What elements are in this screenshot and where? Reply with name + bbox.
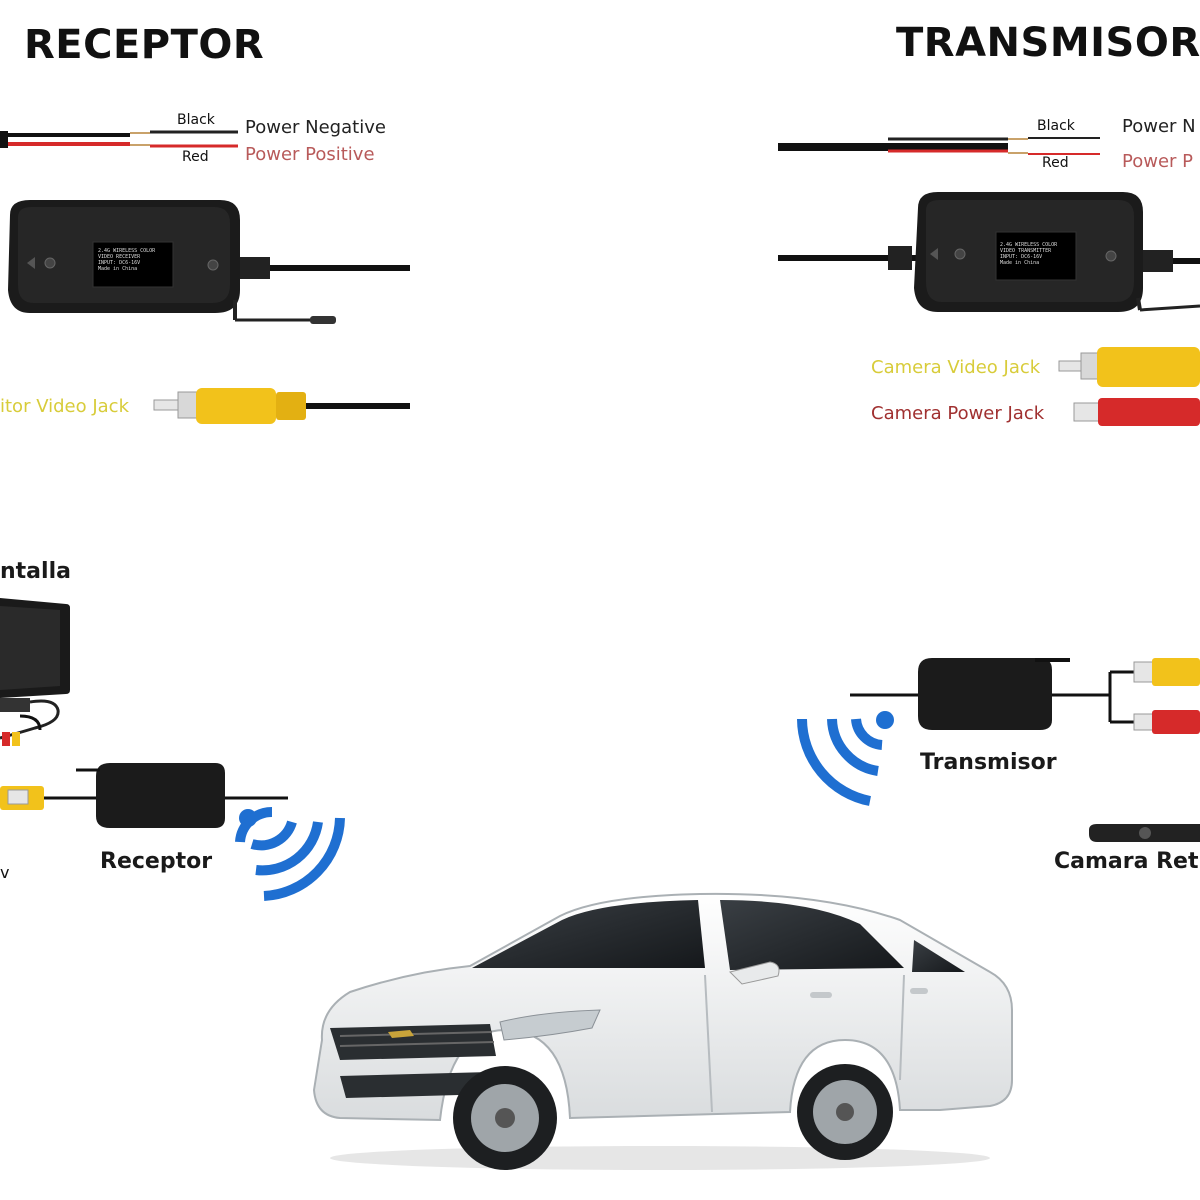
transmitter-module-label: 2.4G WIRELESS COLOR VIDEO TRANSMITTER IN…	[1000, 242, 1058, 266]
partial-voltage-caption: v	[0, 863, 10, 882]
receiver-system-illustration	[0, 763, 288, 828]
transmitter-heading: TRANSMISOR	[896, 20, 1200, 66]
camera-power-jack-label: Camera Power Jack	[871, 403, 1045, 424]
wifi-signal-icon	[235, 806, 345, 901]
receiver-power-negative-label: Power Negative	[245, 117, 386, 138]
transmitter-rca-yellow-connector	[1058, 347, 1200, 387]
backup-camera-illustration	[1089, 824, 1200, 842]
transmitter-wire-red-label: Red	[1042, 155, 1069, 171]
transmitter-power-positive-label: Power P	[1122, 151, 1193, 172]
car-illustration	[312, 892, 1013, 1170]
monitor-illustration	[0, 598, 70, 746]
transmitter-caption: Transmisor	[920, 750, 1057, 775]
transmitter-power-negative-label: Power N	[1122, 116, 1196, 137]
transmitter-system-illustration	[850, 658, 1200, 734]
transmitter-module	[778, 192, 1200, 312]
receiver-module	[8, 200, 410, 324]
receiver-power-positive-label: Power Positive	[245, 144, 375, 165]
wifi-signal-icon	[797, 711, 894, 806]
transmitter-dc-red-connector	[1073, 398, 1200, 426]
receiver-caption: Receptor	[100, 849, 213, 874]
receiver-video-jack-label: itor Video Jack	[0, 396, 130, 417]
transmitter-wire-black-label: Black	[1037, 118, 1075, 134]
screen-caption: ntalla	[0, 559, 71, 584]
receiver-heading: RECEPTOR	[24, 22, 265, 68]
receiver-wire-red-label: Red	[182, 149, 209, 165]
receiver-wire-black-label: Black	[177, 112, 215, 128]
transmitter-power-wires	[778, 137, 1100, 155]
receiver-power-wires	[0, 130, 238, 148]
receiver-rca-yellow-connector	[153, 388, 410, 424]
receiver-module-label: 2.4G WIRELESS COLOR VIDEO RECEIVER INPUT…	[98, 248, 156, 272]
camera-video-jack-label: Camera Video Jack	[871, 357, 1041, 378]
camera-caption: Camara Retr	[1054, 849, 1200, 874]
